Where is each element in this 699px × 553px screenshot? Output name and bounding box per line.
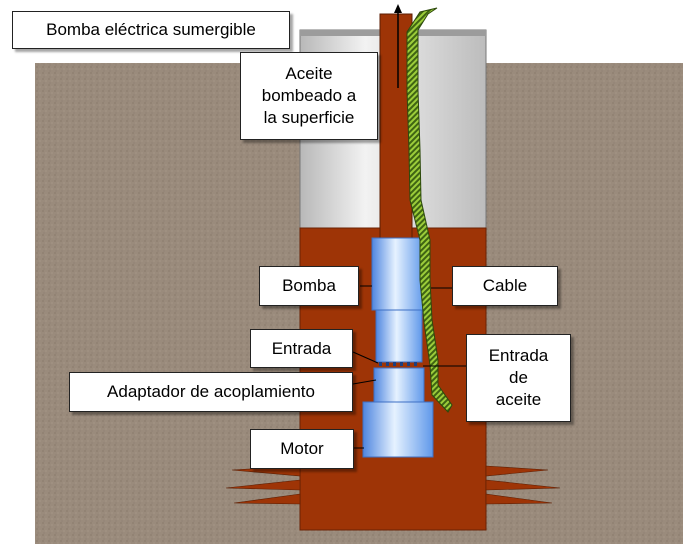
label-motor: Motor	[250, 429, 354, 469]
flow-arrow-head	[394, 4, 402, 13]
label-pump: Bomba	[259, 266, 359, 306]
diagram-title: Bomba eléctrica sumergible	[12, 11, 290, 49]
pump-body	[371, 237, 425, 311]
intake-section	[375, 309, 423, 363]
leader-lines	[352, 285, 466, 449]
label-oil-intake: Entrada de aceite	[466, 334, 571, 422]
label-cable: Cable	[452, 266, 558, 306]
motor-part	[362, 401, 434, 458]
label-coupling-adapter: Adaptador de acoplamiento	[69, 372, 353, 412]
power-cable	[406, 7, 453, 413]
label-intake: Entrada	[250, 329, 353, 368]
intake-holes	[379, 362, 417, 366]
coupling-adapter-part	[373, 367, 425, 403]
perforations-right	[485, 465, 561, 505]
label-oil-pumped-to-surface: Aceite bombeado a la superficie	[240, 52, 378, 140]
